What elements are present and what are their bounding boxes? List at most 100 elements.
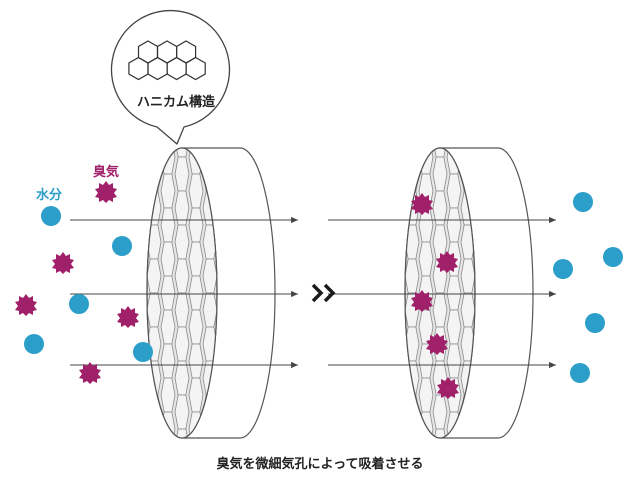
honeycomb-cell: [147, 258, 162, 294]
honeycomb-cell: [147, 428, 162, 438]
honeycomb-cell: [405, 275, 406, 311]
honeycomb-cell: [174, 224, 190, 260]
moisture-particle: [603, 247, 623, 267]
callout-label: ハニカム構造: [137, 94, 216, 110]
honeycomb-cell: [446, 275, 462, 311]
honeycomb-cell: [119, 259, 133, 293]
honeycomb-cell: [377, 395, 391, 429]
honeycomb-cell: [446, 309, 462, 345]
honeycomb-cell: [147, 148, 148, 175]
honeycomb-cell: [446, 173, 462, 209]
flow-arrows-left: [70, 216, 298, 369]
honeycomb-cell: [160, 343, 176, 379]
honeycomb-cell: [119, 395, 133, 429]
odor-particle: [117, 306, 139, 328]
moisture-label: 水分: [36, 187, 62, 203]
honeycomb-cell: [188, 275, 204, 311]
moisture-particle: [41, 206, 61, 226]
honeycomb-cell: [377, 259, 391, 293]
honeycomb-cell: [405, 343, 406, 379]
honeycomb-cell: [202, 292, 217, 328]
callout-bubble: [110, 9, 231, 145]
honeycomb-cell: [119, 327, 133, 361]
honeycomb-cell: [188, 207, 204, 243]
moisture-particle: [133, 342, 153, 362]
honeycomb-cell: [119, 429, 133, 463]
honeycomb-cell: [418, 411, 434, 438]
filter-right: [377, 123, 534, 439]
honeycomb-cell: [405, 377, 406, 413]
honeycomb-cell: [432, 148, 448, 158]
honeycomb-cell: [160, 411, 176, 438]
moisture-particles-right: [553, 192, 623, 383]
honeycomb-cell: [432, 394, 448, 430]
honeycomb-icon: [128, 40, 206, 81]
honeycomb-cell: [405, 258, 420, 294]
honeycomb-cell: [119, 157, 133, 191]
moisture-particle: [573, 192, 593, 212]
honeycomb-cell: [174, 360, 190, 396]
honeycomb-cell: [147, 173, 148, 209]
honeycomb-cell: [147, 207, 148, 243]
honeycomb-cell: [377, 157, 391, 191]
honeycomb-cell: [160, 309, 176, 345]
honeycomb-cell: [405, 148, 406, 175]
honeycomb-cell: [147, 292, 162, 328]
honeycomb-cell: [418, 241, 434, 277]
honeycomb-cell: [188, 309, 204, 345]
honeycomb-cell: [377, 293, 391, 327]
honeycomb-cell: [446, 207, 462, 243]
honeycomb-cell: [160, 241, 176, 277]
honeycomb-cell: [460, 292, 475, 328]
honeycomb-cell: [377, 123, 391, 157]
honeycomb-cell: [174, 258, 190, 294]
honeycomb-cell: [188, 173, 204, 209]
odor-label: 臭気: [93, 164, 119, 180]
honeycomb-cell: [119, 361, 133, 395]
moisture-particle: [585, 313, 605, 333]
honeycomb-cell: [119, 123, 133, 157]
honeycomb-cell: [377, 225, 391, 259]
odor-particle: [15, 294, 37, 316]
honeycomb-cell: [160, 377, 176, 413]
honeycomb-cell: [432, 428, 448, 438]
honeycomb-cell: [188, 241, 204, 277]
honeycomb-cell: [147, 275, 148, 311]
caption: 臭気を微細気孔によって吸着させる: [217, 456, 424, 472]
honeycomb-cell: [147, 241, 148, 277]
honeycomb-cell: [377, 361, 391, 395]
honeycomb-cell: [418, 148, 434, 175]
honeycomb-cell: [405, 309, 406, 345]
moisture-particle: [24, 334, 44, 354]
moisture-particle: [570, 363, 590, 383]
honeycomb-cell: [160, 173, 176, 209]
honeycomb-callout: ハニカム構造: [110, 9, 231, 145]
honeycomb-cell: [418, 377, 434, 413]
honeycomb-cell: [174, 394, 190, 430]
moisture-particle: [553, 259, 573, 279]
double-chevron-right-icon: [311, 283, 336, 303]
honeycomb-cell: [160, 148, 176, 175]
honeycomb-cell: [160, 207, 176, 243]
honeycomb-cell: [160, 275, 176, 311]
odor-particle: [95, 181, 117, 203]
honeycomb-cell: [147, 411, 148, 438]
honeycomb-cell: [405, 173, 406, 209]
honeycomb-cell: [147, 377, 148, 413]
honeycomb-cell: [405, 241, 406, 277]
honeycomb-cell: [405, 207, 406, 243]
honeycomb-cell: [174, 428, 190, 438]
moisture-particles-left: [24, 206, 153, 362]
honeycomb-cell: [188, 377, 204, 413]
honeycomb-cell: [188, 343, 204, 379]
honeycomb-cell: [405, 148, 420, 158]
honeycomb-icon-cell: [185, 56, 206, 81]
flow-arrows-right: [328, 216, 556, 369]
moisture-particle: [112, 236, 132, 256]
honeycomb-cell: [432, 156, 448, 192]
odor-particle: [52, 252, 74, 274]
honeycomb-cell: [446, 343, 462, 379]
honeycomb-cell: [405, 411, 406, 438]
filter-left: [119, 123, 276, 463]
